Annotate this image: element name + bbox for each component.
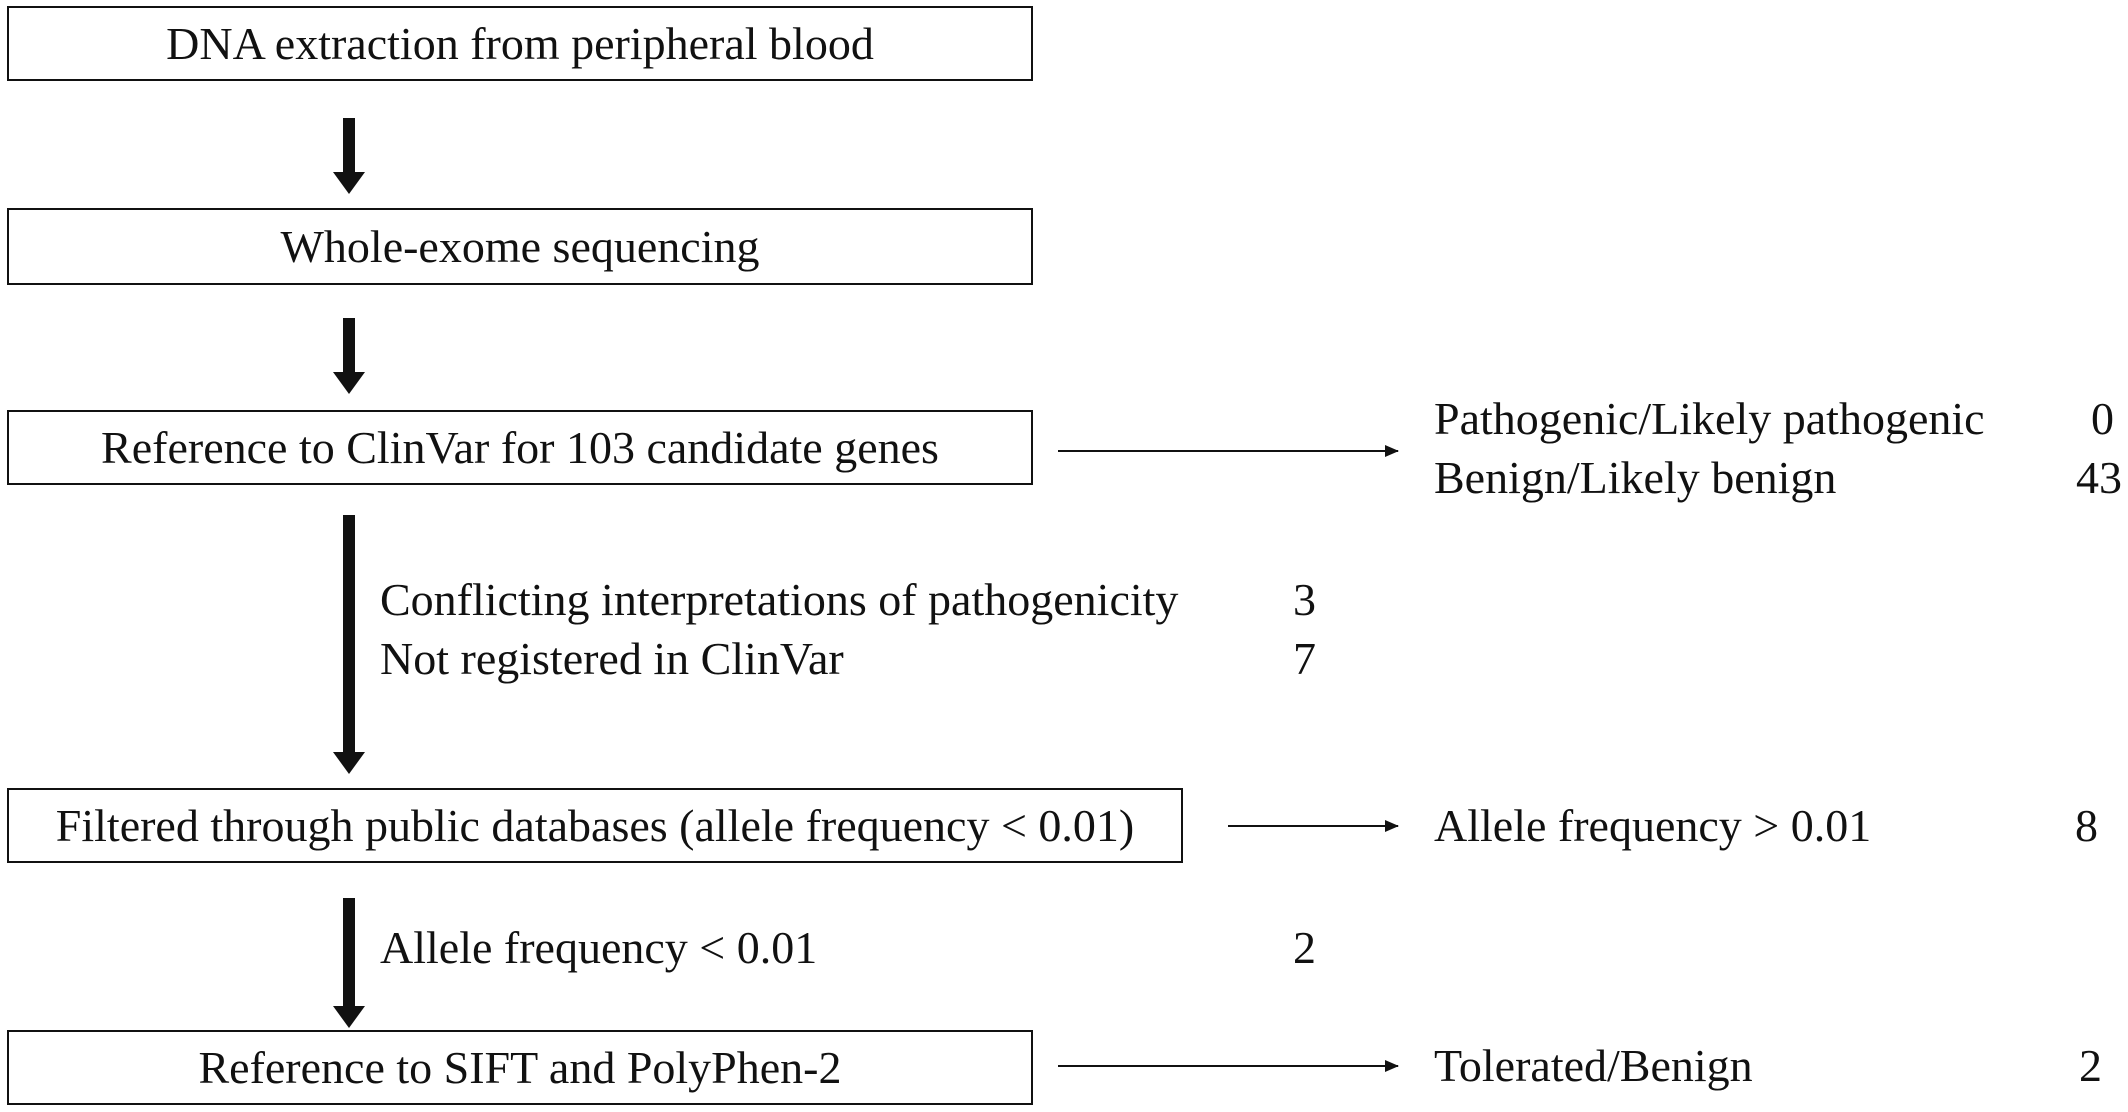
step-sift-polyphen-label: Reference to SIFT and PolyPhen-2 xyxy=(198,1042,842,1093)
step-whole-exome-sequencing: Whole-exome sequencing xyxy=(7,208,1033,285)
excluded-high-frequency-count: 8 xyxy=(2075,800,2098,851)
excluded-pathogenic-label: Pathogenic/Likely pathogenic xyxy=(1434,393,1985,444)
step-whole-exome-sequencing-label: Whole-exome sequencing xyxy=(280,221,760,272)
passed-conflicting-label: Conflicting interpretations of pathogeni… xyxy=(380,574,1179,625)
passed-not-registered-label: Not registered in ClinVar xyxy=(380,633,844,684)
passed-not-registered-count: 7 xyxy=(1293,633,1316,684)
step-clinvar-reference-label: Reference to ClinVar for 103 candidate g… xyxy=(101,422,939,473)
excluded-tolerated-count: 2 xyxy=(2079,1040,2102,1091)
passed-conflicting-count: 3 xyxy=(1293,574,1316,625)
excluded-pathogenic-count: 0 xyxy=(2091,393,2114,444)
passed-low-frequency-count: 2 xyxy=(1293,922,1316,973)
down-arrow-1 xyxy=(333,118,365,194)
excluded-high-frequency-label: Allele frequency > 0.01 xyxy=(1434,800,1872,851)
step-dna-extraction-label: DNA extraction from peripheral blood xyxy=(166,18,874,69)
excluded-benign-label: Benign/Likely benign xyxy=(1434,452,1837,503)
excluded-tolerated-label: Tolerated/Benign xyxy=(1434,1040,1753,1091)
step-sift-polyphen: Reference to SIFT and PolyPhen-2 xyxy=(7,1030,1033,1105)
excluded-benign-count: 43 xyxy=(2076,452,2122,503)
step-public-databases-filter: Filtered through public databases (allel… xyxy=(7,788,1183,863)
step-dna-extraction: DNA extraction from peripheral blood xyxy=(7,6,1033,81)
step-public-databases-filter-label: Filtered through public databases (allel… xyxy=(55,800,1135,851)
down-arrow-3 xyxy=(333,515,365,774)
step-clinvar-reference: Reference to ClinVar for 103 candidate g… xyxy=(7,410,1033,485)
down-arrow-4 xyxy=(333,898,365,1028)
down-arrow-2 xyxy=(333,318,365,394)
passed-low-frequency-label: Allele frequency < 0.01 xyxy=(380,922,818,973)
